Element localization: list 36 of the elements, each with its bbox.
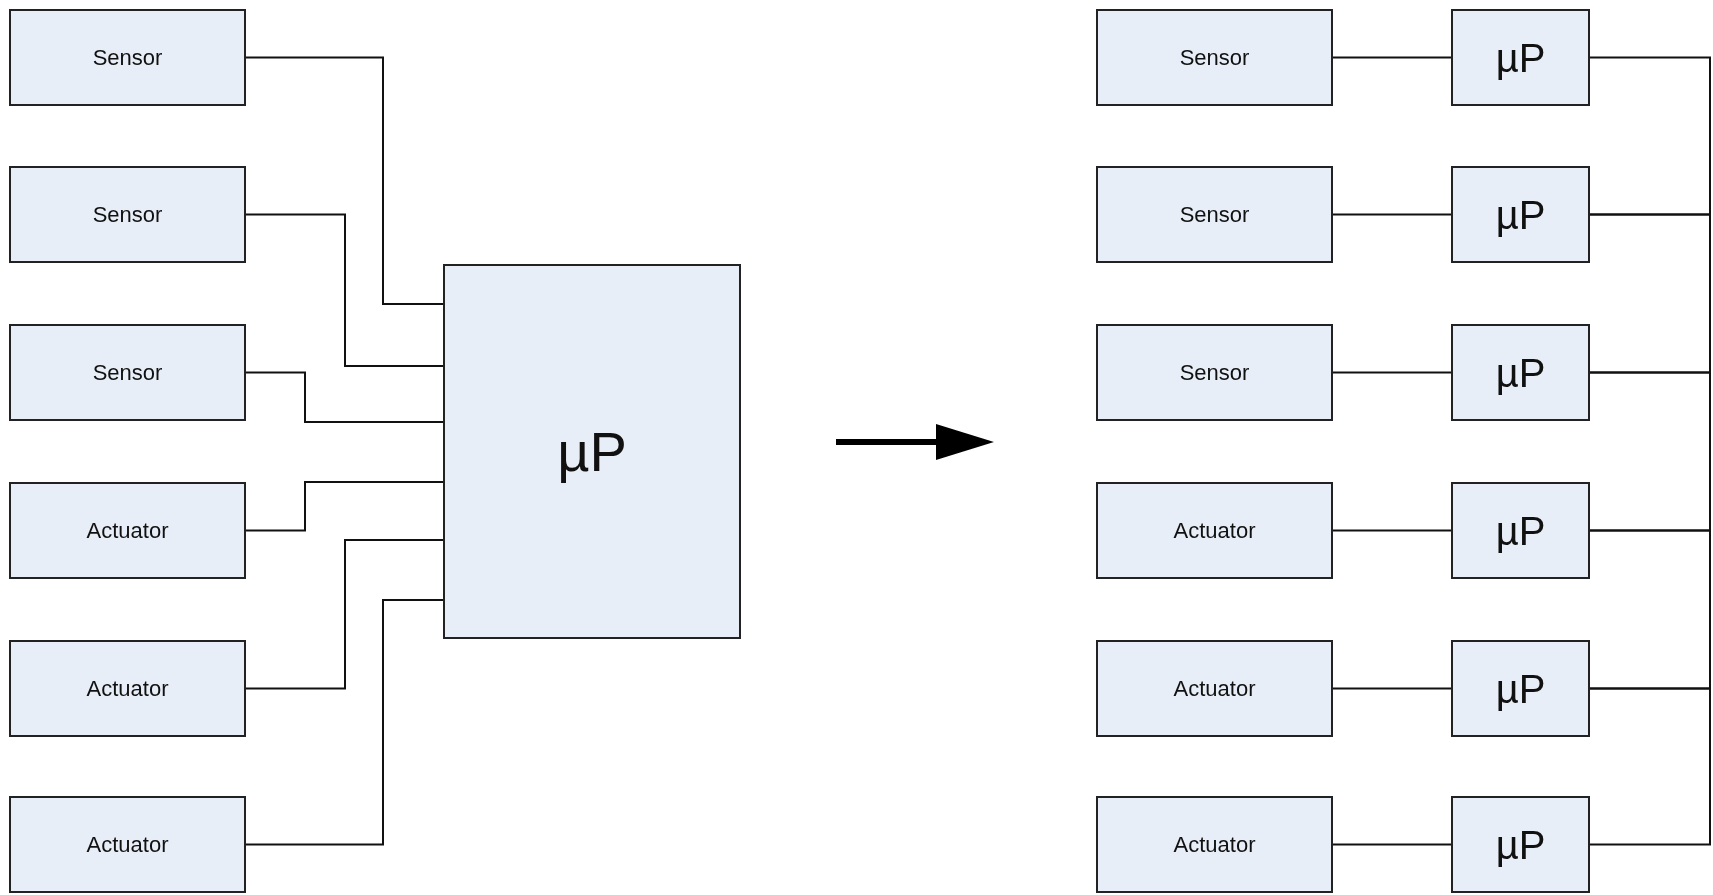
connector-line [245,371,444,423]
component-box: Sensor [9,324,246,421]
component-box: Actuator [1096,482,1333,579]
component-box: Actuator [9,640,246,737]
component-box: Actuator [1096,640,1333,737]
component-box: Sensor [9,9,246,106]
processor-box: µP [1451,324,1590,421]
processor-box: µP [1451,9,1590,106]
connector-line [1332,213,1452,216]
connector-line [245,539,444,690]
component-box: Sensor [1096,166,1333,263]
processor-box: µP [1451,796,1590,893]
processor-box: µP [1451,166,1590,263]
connector-line [245,213,444,367]
connector-line [1332,687,1452,690]
processor-box: µP [443,264,741,639]
connector-line [1332,529,1452,532]
connector-line [1332,843,1452,846]
processor-box: µP [1451,640,1590,737]
connector-line [1589,371,1711,532]
component-box: Sensor [1096,324,1333,421]
component-box: Actuator [1096,796,1333,893]
component-box: Sensor [1096,9,1333,106]
connector-line [1589,687,1711,846]
connector-line [245,56,444,305]
connector-line [1332,371,1452,374]
processor-box: µP [1451,482,1590,579]
connector-line [1589,213,1711,374]
connector-line [245,599,444,846]
connector-line [1589,56,1711,216]
component-box: Sensor [9,166,246,263]
connector-line [1589,529,1711,690]
connector-line [1332,56,1452,59]
component-box: Actuator [9,796,246,893]
component-box: Actuator [9,482,246,579]
connector-line [245,481,444,532]
